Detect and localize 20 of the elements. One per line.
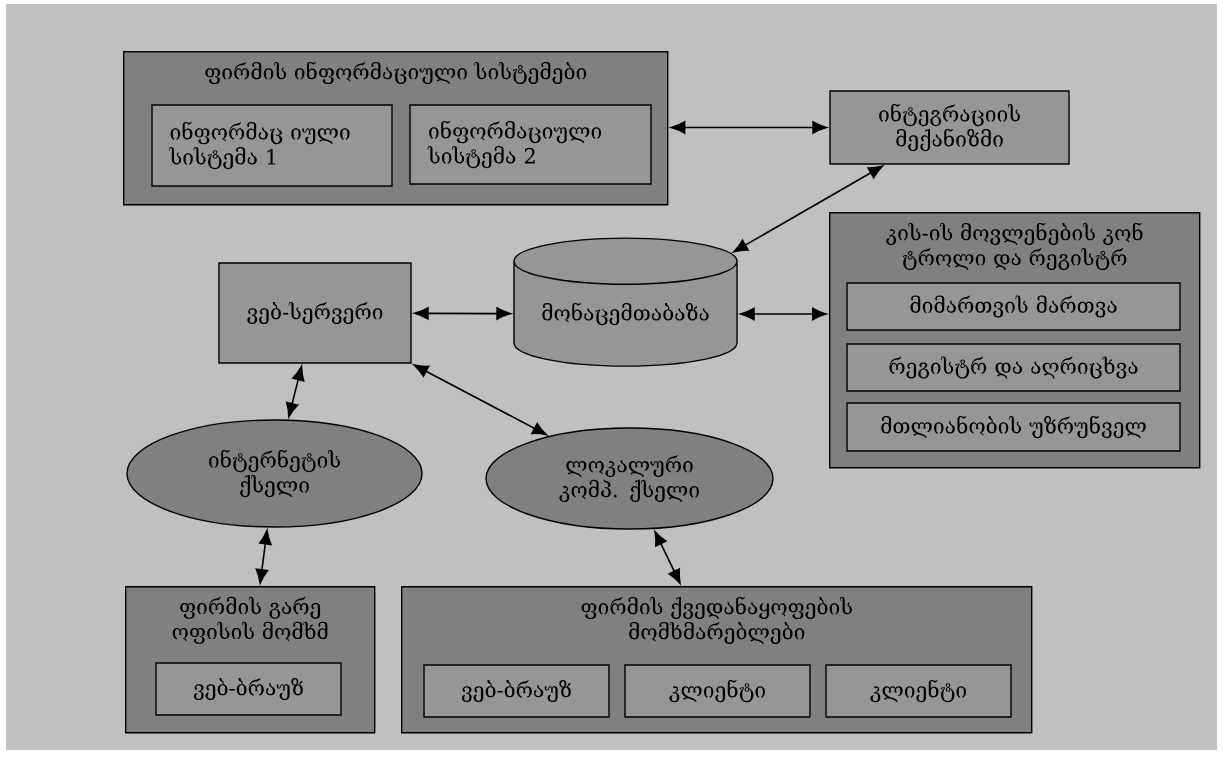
process-box: ინტეგრაციის მექანიზმი: [829, 90, 1070, 165]
arrow: [255, 529, 272, 584]
arrow: [413, 307, 512, 320]
arrow: [733, 165, 884, 253]
arrow: [654, 530, 681, 585]
process-box: ვებ-ბრაუზ: [423, 664, 610, 718]
process-box: მთლიანობის უზრუნველ: [846, 402, 1181, 452]
process-box: ინფორმაც იული სისტემა 1: [151, 104, 393, 187]
process-box: ვებ-ბრაუზ: [155, 662, 342, 716]
process-box: ინფორმაციული სისტემა 2: [409, 104, 652, 185]
database-cylinder: მონაცემთაბაზა: [513, 237, 738, 367]
arrow: [413, 364, 548, 436]
arrow: [740, 307, 827, 321]
process-box: რეგისტრ და აღრიცხვა: [846, 343, 1181, 392]
process-box: კლიენტი: [624, 664, 811, 718]
arrow: [670, 121, 828, 134]
process-box: მიმართვის მართვა: [846, 282, 1181, 331]
arrow: [285, 365, 305, 418]
process-box: კლიენტი: [825, 664, 1012, 718]
process-box: ვებ-სერვერი: [218, 262, 412, 364]
